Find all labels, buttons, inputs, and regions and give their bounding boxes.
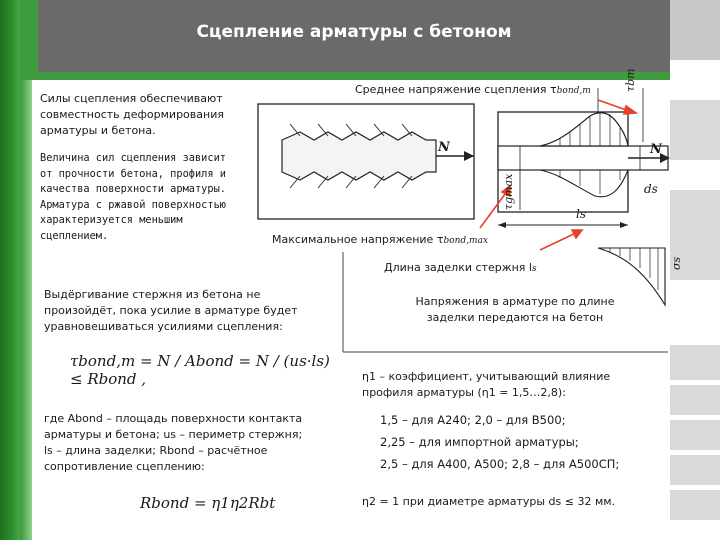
bond-resistance-formula: Rbond = η1η2Rbt bbox=[140, 494, 276, 512]
left-green-strip bbox=[0, 0, 20, 540]
eta1-description: η1 – коэффициент, учитывающий влияние пр… bbox=[362, 370, 611, 399]
ds-label: ds bbox=[644, 182, 658, 196]
pullout-condition-text: Выдёргивание стержня из бетона не произо… bbox=[44, 288, 298, 333]
bond-force-arrows bbox=[289, 123, 413, 189]
ribbed-bar bbox=[281, 131, 437, 181]
header-stripe bbox=[38, 72, 670, 80]
bond-factors-text: Величина сил сцепления зависит от прочно… bbox=[40, 152, 226, 242]
tgmax-label: τgmax bbox=[502, 173, 515, 210]
steel-stress-curve bbox=[597, 247, 666, 307]
left-green-strip-top bbox=[20, 0, 38, 80]
red-pointer-arrows bbox=[479, 99, 639, 251]
tbm-label: τbm bbox=[624, 68, 637, 92]
eta1-values: 1,5 – для А240; 2,0 – для В500; 2,25 – д… bbox=[380, 413, 620, 471]
eta2-description: η2 = 1 при диаметре арматуры ds ≤ 32 мм. bbox=[362, 495, 616, 508]
concrete-block-left bbox=[257, 103, 475, 220]
page-title: Сцепление арматуры с бетоном bbox=[196, 22, 512, 42]
header-bar bbox=[38, 0, 670, 72]
bond-stress-formula: τbond,m = N / Abond = N / (us·ls) ≤ Rbon… bbox=[70, 352, 330, 388]
ls-label: ls bbox=[576, 207, 586, 221]
embed-length-label: Длина заделки стержня ls bbox=[384, 261, 537, 274]
avg-bond-stress-label: Среднее напряжение сцепления τbond,m bbox=[355, 83, 591, 96]
bond-stress-curve bbox=[539, 112, 629, 147]
bond-purpose-text: Силы сцепления обеспечивают совместность… bbox=[40, 92, 224, 137]
right-decor-bars bbox=[670, 0, 720, 540]
stress-transfer-text: Напряжения в арматуре по длине заделки п… bbox=[415, 295, 615, 324]
force-label-left: N bbox=[438, 140, 450, 155]
force-label-right: N bbox=[650, 142, 662, 157]
max-bond-stress-label: Максимальное напряжение τbond,max bbox=[272, 233, 489, 246]
formula-definitions: где Abond – площадь поверхности контакта… bbox=[44, 412, 303, 473]
sigma-label: σs bbox=[670, 256, 683, 270]
left-green-strip-lower bbox=[20, 80, 32, 540]
